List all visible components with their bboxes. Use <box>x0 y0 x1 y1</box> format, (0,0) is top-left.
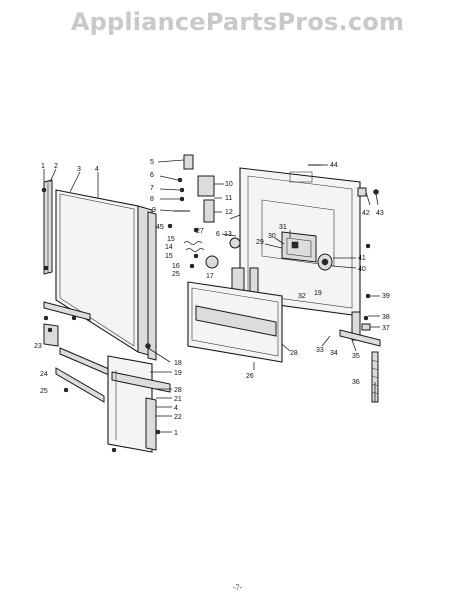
label-1: 1 <box>41 163 45 170</box>
side-guide-rail <box>339 311 381 347</box>
watermark: AppliancePartsPros.com <box>70 8 405 36</box>
label-13: 13 <box>224 231 232 238</box>
label-17: 17 <box>206 273 214 280</box>
label-39: 39 <box>382 293 390 300</box>
label-12: 12 <box>225 209 233 216</box>
right-side-hardware <box>361 243 371 331</box>
label-43: 43 <box>376 210 384 217</box>
label-15b: 15 <box>165 253 173 260</box>
label-38: 38 <box>382 314 390 321</box>
label-24: 24 <box>40 371 48 378</box>
label-28b: 28 <box>174 387 182 394</box>
lower-left-brackets <box>43 301 117 403</box>
page-number: -7- <box>232 583 243 592</box>
label-6: 6 <box>150 172 154 179</box>
label-11: 11 <box>225 195 232 202</box>
label-19b: 19 <box>174 370 182 377</box>
label-2: 2 <box>54 163 58 170</box>
right-door-trim-strip <box>147 211 157 361</box>
label-44: 44 <box>330 162 338 169</box>
label-28a: 28 <box>290 350 298 357</box>
label-45: 45 <box>156 224 164 231</box>
upper-right-hardware <box>308 164 379 197</box>
label-15a: 15 <box>167 236 175 243</box>
label-41: 41 <box>358 255 366 262</box>
bottom-door-panel <box>107 355 171 453</box>
door-panel <box>55 189 153 357</box>
label-34: 34 <box>330 350 338 357</box>
label-4b: 4 <box>174 405 178 412</box>
label-4: 4 <box>95 166 99 173</box>
label-7: 7 <box>150 185 154 192</box>
label-35: 35 <box>352 353 360 360</box>
label-16: 16 <box>172 263 180 270</box>
part-labels: 1 2 3 4 5 6 7 8 9 10 11 12 13 6 27 45 15… <box>34 159 390 437</box>
label-6b: 6 <box>216 231 220 238</box>
door-handle-bar <box>187 281 283 363</box>
label-3: 3 <box>77 166 81 173</box>
label-27: 27 <box>196 228 204 235</box>
label-25b: 25 <box>40 388 48 395</box>
label-36: 36 <box>352 379 360 386</box>
label-37: 37 <box>382 325 390 332</box>
label-29: 29 <box>256 239 264 246</box>
label-25a: 25 <box>172 271 180 278</box>
label-14: 14 <box>165 244 173 251</box>
label-23: 23 <box>34 343 42 350</box>
left-door-trim-strip <box>43 179 53 275</box>
detergent-dispenser <box>281 231 317 263</box>
label-30: 30 <box>268 233 276 240</box>
label-5: 5 <box>150 159 154 166</box>
label-32: 32 <box>298 293 306 300</box>
label-40: 40 <box>358 266 366 273</box>
label-8: 8 <box>150 196 154 203</box>
door-latch-assembly <box>183 154 259 295</box>
label-9: 9 <box>152 207 156 214</box>
label-19a: 19 <box>314 290 322 297</box>
label-18: 18 <box>174 360 182 367</box>
label-10: 10 <box>225 181 233 188</box>
rinse-aid-dispenser <box>317 253 333 271</box>
label-31: 31 <box>279 224 287 231</box>
label-21: 21 <box>174 396 182 403</box>
label-22: 22 <box>174 414 182 421</box>
leader-lines <box>43 159 380 433</box>
label-33: 33 <box>316 347 324 354</box>
label-26: 26 <box>246 373 254 380</box>
label-42: 42 <box>362 210 370 217</box>
label-1b: 1 <box>174 430 178 437</box>
